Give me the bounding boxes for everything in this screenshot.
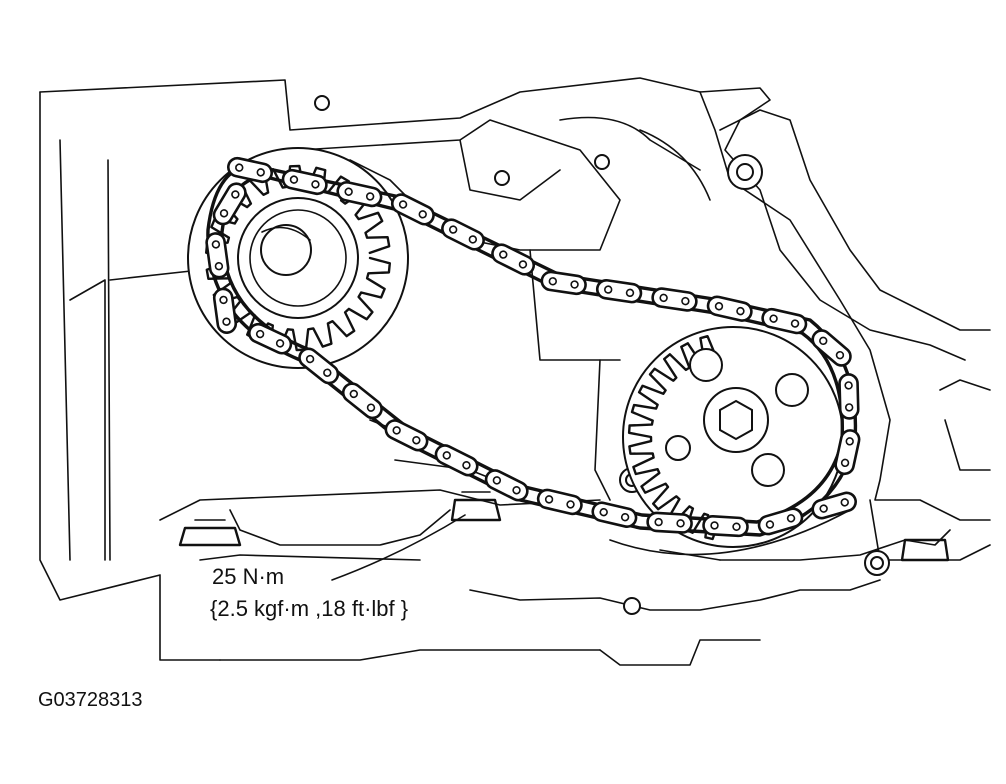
torque-conversion-label: {2.5 kgf·m ,18 ft·lbf }	[210, 596, 409, 621]
chain-link	[336, 181, 383, 208]
chain-link	[341, 382, 383, 420]
chain-link	[706, 295, 753, 322]
chain-link	[205, 232, 230, 279]
torque-leader-line	[331, 514, 466, 581]
chain-link	[811, 491, 857, 520]
torque-value-label: 25 N·m	[212, 564, 285, 589]
engine-housing	[39, 77, 991, 666]
hex-bolt-icon	[719, 399, 753, 441]
chain-link	[834, 429, 861, 476]
chain-link	[281, 168, 328, 196]
chain-link	[227, 156, 273, 184]
figure-id: G03728313	[38, 689, 143, 711]
chain-link	[390, 193, 435, 226]
chain-link	[540, 270, 587, 296]
chain-link	[491, 243, 536, 276]
chain-link	[838, 373, 860, 420]
chain-link	[536, 488, 583, 516]
chain-link	[651, 287, 698, 312]
timing-chain	[205, 156, 861, 538]
chain-link	[441, 218, 485, 251]
chain-link	[591, 501, 638, 528]
lower-sprocket	[622, 326, 844, 548]
chain-link	[484, 469, 529, 502]
chain-link	[384, 419, 429, 452]
chain-link	[757, 507, 804, 536]
chain-link	[434, 444, 479, 477]
chain-link	[702, 515, 749, 538]
pan-bolts	[178, 491, 950, 562]
chain-link	[212, 182, 247, 226]
chain-link	[761, 307, 808, 335]
chain-link	[646, 511, 693, 534]
chain-link	[212, 287, 238, 334]
chain-link	[811, 329, 852, 367]
chain-link	[595, 278, 643, 304]
chain-link	[248, 322, 293, 355]
bolt-holes	[314, 95, 890, 615]
chain-link	[298, 347, 340, 385]
